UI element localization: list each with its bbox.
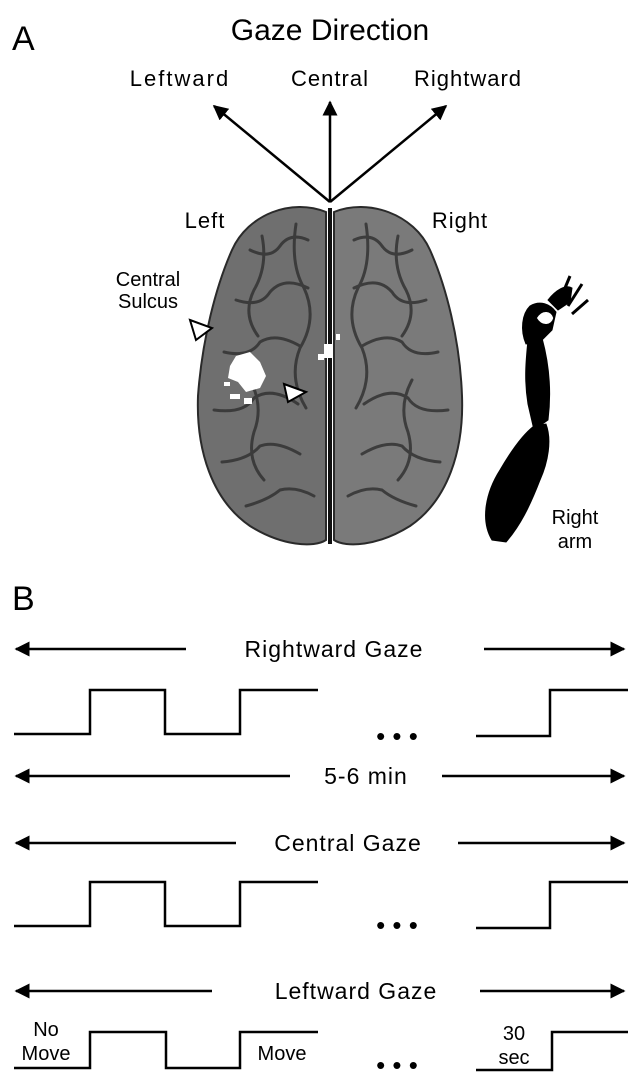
brain-image: [198, 207, 462, 544]
arm-label-line1: Right: [552, 507, 599, 529]
rightward-gaze-label: Rightward Gaze: [245, 636, 424, 662]
no-move-label-line1: No: [33, 1019, 59, 1041]
panel-a-label: A: [12, 20, 35, 58]
duration-label: 5-6 min: [324, 763, 408, 789]
left-hemisphere-label: Left: [185, 208, 226, 233]
central-block-trace-end: [476, 882, 628, 928]
rightward-block-trace: [14, 690, 318, 734]
block-duration-line1: 30: [503, 1023, 525, 1045]
central-block-trace: [14, 882, 318, 926]
leftward-arrow: [214, 106, 330, 202]
central-sulcus-label-line1: Central: [116, 269, 180, 291]
central-sulcus-label-line2: Sulcus: [118, 291, 178, 313]
direction-rightward-label: Rightward: [414, 66, 522, 91]
leftward-gaze-label: Leftward Gaze: [275, 978, 438, 1004]
direction-leftward-label: Leftward: [130, 66, 230, 91]
rightward-arrow: [330, 106, 446, 202]
central-gaze-label: Central Gaze: [274, 830, 422, 856]
no-move-label-line2: Move: [22, 1043, 71, 1065]
arm-label-line2: arm: [558, 531, 592, 553]
direction-central-label: Central: [291, 66, 369, 91]
right-hemisphere-label: Right: [432, 208, 488, 233]
leftward-ellipsis: • • •: [376, 1050, 418, 1078]
rightward-block-trace-end: [476, 690, 628, 736]
block-duration-line2: sec: [498, 1047, 529, 1069]
rightward-ellipsis: • • •: [376, 721, 418, 751]
gaze-direction-title: Gaze Direction: [231, 14, 429, 47]
move-label: Move: [258, 1043, 307, 1065]
right-arm-icon: [486, 276, 588, 542]
central-ellipsis: • • •: [376, 910, 418, 940]
gaze-arrows: [214, 102, 446, 202]
panel-b-label: B: [12, 580, 35, 618]
